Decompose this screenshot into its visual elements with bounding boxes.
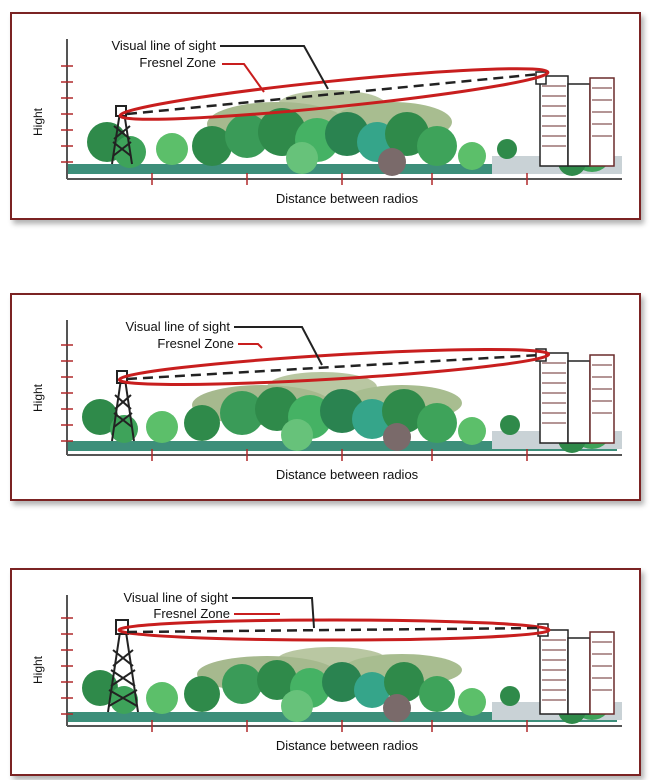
label-fresnel-zone: Fresnel Zone xyxy=(157,336,234,351)
diagram-panel-1: Visual line of sight Fresnel Zone Hight … xyxy=(10,12,641,220)
diagram-svg-3: Visual line of sight Fresnel Zone Hight … xyxy=(12,570,639,774)
line-of-sight xyxy=(127,628,542,632)
label-visual-line-of-sight: Visual line of sight xyxy=(123,590,228,605)
fresnel-zone xyxy=(119,620,549,640)
y-axis-label: Hight xyxy=(31,383,45,412)
diagram-svg-2: Visual line of sight Fresnel Zone Hight … xyxy=(12,295,639,499)
fresnel-callout xyxy=(222,64,264,92)
diagram-panel-3: Visual line of sight Fresnel Zone Hight … xyxy=(10,568,641,776)
diagram-panel-2: Visual line of sight Fresnel Zone Hight … xyxy=(10,293,641,501)
y-axis-label: Hight xyxy=(31,655,45,684)
y-axis-label: Hight xyxy=(31,107,45,136)
building-right xyxy=(536,72,614,166)
label-fresnel-zone: Fresnel Zone xyxy=(153,606,230,621)
building-right xyxy=(536,349,614,443)
x-axis-label: Distance between radios xyxy=(276,467,419,482)
x-axis-label: Distance between radios xyxy=(276,191,419,206)
label-visual-line-of-sight: Visual line of sight xyxy=(125,319,230,334)
diagram-svg-1: Visual line of sight Fresnel Zone Hight … xyxy=(12,14,639,218)
fresnel-callout xyxy=(238,344,262,348)
label-fresnel-zone: Fresnel Zone xyxy=(139,55,216,70)
building-right xyxy=(538,624,614,714)
x-axis-label: Distance between radios xyxy=(276,738,419,753)
label-visual-line-of-sight: Visual line of sight xyxy=(111,38,216,53)
